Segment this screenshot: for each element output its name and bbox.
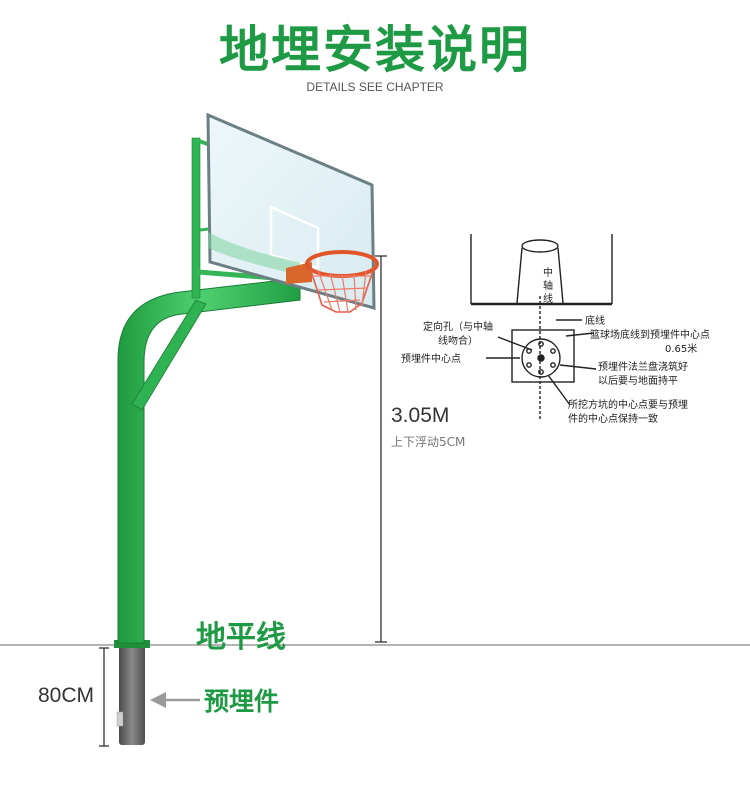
depth-label: 80CM [38,684,95,707]
flange-label-2: 以后要与地面持平 [598,374,678,387]
hoop-rim [286,250,379,313]
flange-label-1: 预埋件法兰盘浇筑好 [598,360,688,373]
embedded-part-label: 预埋件 [204,687,280,716]
backboard [206,112,376,310]
sketch-labels: 中 轴 线 底线 篮球场底线到预埋件中心点 0.65米 定向孔（与中轴 线吻合）… [401,266,710,425]
embedded-part [114,640,150,745]
orient-hole-label-2: 线吻合） [438,334,478,347]
embed-arrow [150,692,200,708]
axis-label-2: 轴 [543,279,553,292]
center-point-label: 预埋件中心点 [401,352,461,365]
distance-value: 0.65米 [665,342,697,355]
pit-label-2: 件的中心点保持一致 [568,412,658,425]
orient-hole-label-1: 定向孔（与中轴 [423,320,493,333]
page-subtitle: DETAILS SEE CHAPTER [306,80,444,94]
page-title: 地埋安装说明 [219,21,531,79]
pit-label-1: 所挖方坑的中心点要与预埋 [568,398,688,411]
height-dimension [375,255,387,643]
axis-label-1: 中 [543,266,553,279]
baseline-label: 底线 [585,314,605,327]
height-tolerance: 上下浮动5CM [391,435,466,449]
depth-dimension [99,647,109,747]
axis-label-3: 线 [543,292,553,305]
installation-sketch [470,234,613,420]
court-distance-label: 篮球场底线到预埋件中心点 [590,328,710,341]
height-label: 3.05M [391,404,450,427]
ground-line-label: 地平线 [196,620,286,655]
